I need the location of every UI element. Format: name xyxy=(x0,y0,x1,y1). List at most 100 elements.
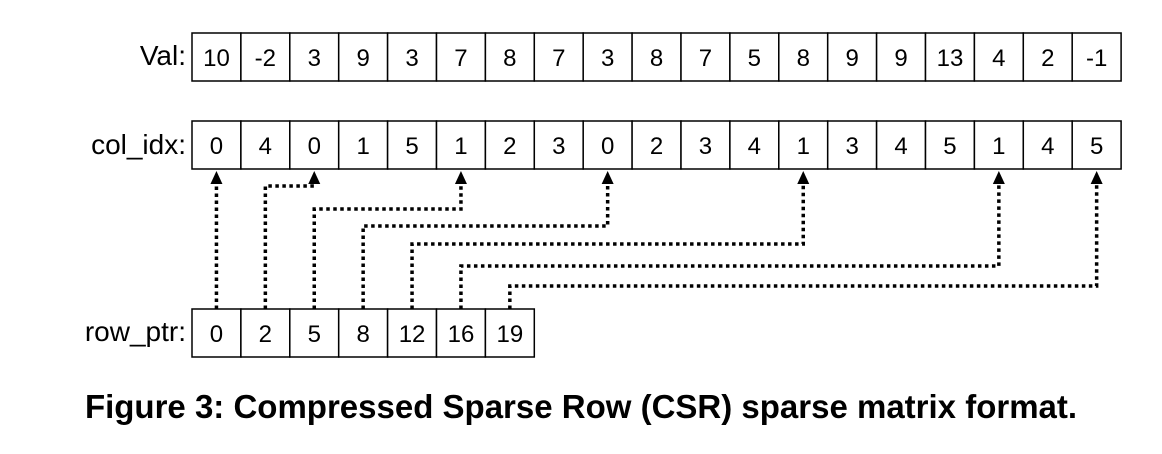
col-idx-cell-value: 3 xyxy=(845,133,858,160)
val-cell-value: 8 xyxy=(797,45,810,72)
col-idx-cell: 1 xyxy=(973,120,1025,170)
col-idx-cell-value: 4 xyxy=(259,133,272,160)
val-cell-value: 5 xyxy=(748,45,761,72)
col-idx-row-label: col_idx: xyxy=(91,129,186,160)
val-cell-value: 2 xyxy=(1041,45,1054,72)
val-cell: 2 xyxy=(1022,32,1073,82)
col-idx-cell: 3 xyxy=(533,120,584,170)
arrow-head-icon xyxy=(992,171,1005,184)
val-cell-value: -1 xyxy=(1086,45,1107,72)
row-ptr-cell-box xyxy=(484,308,536,358)
val-cell-box xyxy=(924,32,976,82)
arrow-head-icon xyxy=(1090,171,1103,184)
row-ptr-cell: 2 xyxy=(240,308,291,358)
val-cell: 3 xyxy=(582,32,633,82)
col-idx-cell-value: 0 xyxy=(601,133,614,160)
col-idx-cell: 0 xyxy=(289,120,340,170)
row-ptr-cell-value: 12 xyxy=(399,321,426,348)
col-idx-cell-box xyxy=(680,120,731,170)
val-cell: 7 xyxy=(680,32,731,82)
col-idx-cell: 4 xyxy=(875,120,927,170)
val-cell-value: 8 xyxy=(650,45,663,72)
val-cell: 8 xyxy=(484,32,536,82)
val-cell-value: 3 xyxy=(405,45,418,72)
val-cell-box xyxy=(729,32,780,82)
val-cell-box xyxy=(484,32,536,82)
val-cell-value: 9 xyxy=(356,45,369,72)
val-cell: 8 xyxy=(778,32,829,82)
val-cell-value: 7 xyxy=(552,45,565,72)
val-cell-box xyxy=(289,32,340,82)
col-idx-cell-value: 3 xyxy=(699,133,712,160)
val-cell-box xyxy=(680,32,731,82)
val-cell: 13 xyxy=(924,32,976,82)
val-cell: 8 xyxy=(631,32,682,82)
col-idx-cell-box xyxy=(386,120,438,170)
arrow-head-icon xyxy=(210,171,223,184)
row-ptr-cell-value: 8 xyxy=(356,321,369,348)
val-cell-box xyxy=(1071,32,1122,82)
val-cell: 4 xyxy=(973,32,1025,82)
col-idx-cell: 5 xyxy=(386,120,438,170)
col-idx-cell-value: 5 xyxy=(943,133,956,160)
col-idx-cell-value: 3 xyxy=(552,133,565,160)
val-cell: 9 xyxy=(337,32,389,82)
val-cell-value: -2 xyxy=(255,45,276,72)
col-idx-cell-value: 5 xyxy=(1090,133,1103,160)
val-cell-value: 7 xyxy=(699,45,712,72)
val-cell: 9 xyxy=(875,32,927,82)
col-idx-cell-box xyxy=(1071,120,1122,170)
col-idx-cell-value: 2 xyxy=(650,133,663,160)
val-cell-box xyxy=(582,32,633,82)
col-idx-cell: 3 xyxy=(826,120,878,170)
col-idx-cell-value: 4 xyxy=(748,133,761,160)
row-ptr-row-label: row_ptr: xyxy=(85,316,186,347)
row-ptr-cell-value: 16 xyxy=(448,321,475,348)
val-cell-box xyxy=(631,32,682,82)
row-ptr-cell: 8 xyxy=(337,308,389,358)
pointer-line xyxy=(459,183,1001,309)
col-idx-cell-box xyxy=(924,120,976,170)
col-idx-cell: 2 xyxy=(631,120,682,170)
figure-caption: Figure 3: Compressed Sparse Row (CSR) sp… xyxy=(84,388,1078,425)
col-idx-cell-box xyxy=(289,120,340,170)
val-cell: 9 xyxy=(826,32,878,82)
val-cell-value: 7 xyxy=(454,45,467,72)
col-idx-cell: 0 xyxy=(191,120,242,170)
col-idx-cell: 3 xyxy=(680,120,731,170)
row-ptr-cell-box xyxy=(240,308,291,358)
val-cell-box xyxy=(875,32,927,82)
val-cell: -1 xyxy=(1071,32,1122,82)
col-idx-cell: 0 xyxy=(582,120,633,170)
col-idx-cell-value: 4 xyxy=(894,133,907,160)
pointer-line xyxy=(263,183,316,309)
col-idx-cell-value: 2 xyxy=(503,133,516,160)
col-idx-cell: 2 xyxy=(484,120,536,170)
val-cell: 7 xyxy=(435,32,487,82)
arrow-head-icon xyxy=(454,171,467,184)
col-idx-cell-box xyxy=(484,120,536,170)
col-idx-cell-value: 4 xyxy=(1041,133,1054,160)
val-cell-value: 10 xyxy=(203,45,230,72)
val-cell-box xyxy=(435,32,487,82)
col-idx-cell-value: 1 xyxy=(454,133,467,160)
row-ptr-cell-box xyxy=(435,308,487,358)
col-idx-cell-value: 1 xyxy=(797,133,810,160)
arrow-head-icon xyxy=(797,171,810,184)
col-idx-cell-value: 0 xyxy=(210,133,223,160)
val-cell: 3 xyxy=(289,32,340,82)
col-idx-cell: 4 xyxy=(1022,120,1073,170)
arrow-head-icon xyxy=(308,171,321,184)
row-ptr-cell-value: 19 xyxy=(496,321,523,348)
row-ptr-cell: 5 xyxy=(289,308,340,358)
col-idx-cell: 1 xyxy=(778,120,829,170)
val-cell-value: 3 xyxy=(601,45,614,72)
col-idx-cell-value: 0 xyxy=(308,133,321,160)
val-cell-box xyxy=(533,32,584,82)
col-idx-cell: 4 xyxy=(729,120,780,170)
val-cell: 7 xyxy=(533,32,584,82)
col-idx-cell-value: 5 xyxy=(405,133,418,160)
row-ptr-cell-box xyxy=(191,308,242,358)
